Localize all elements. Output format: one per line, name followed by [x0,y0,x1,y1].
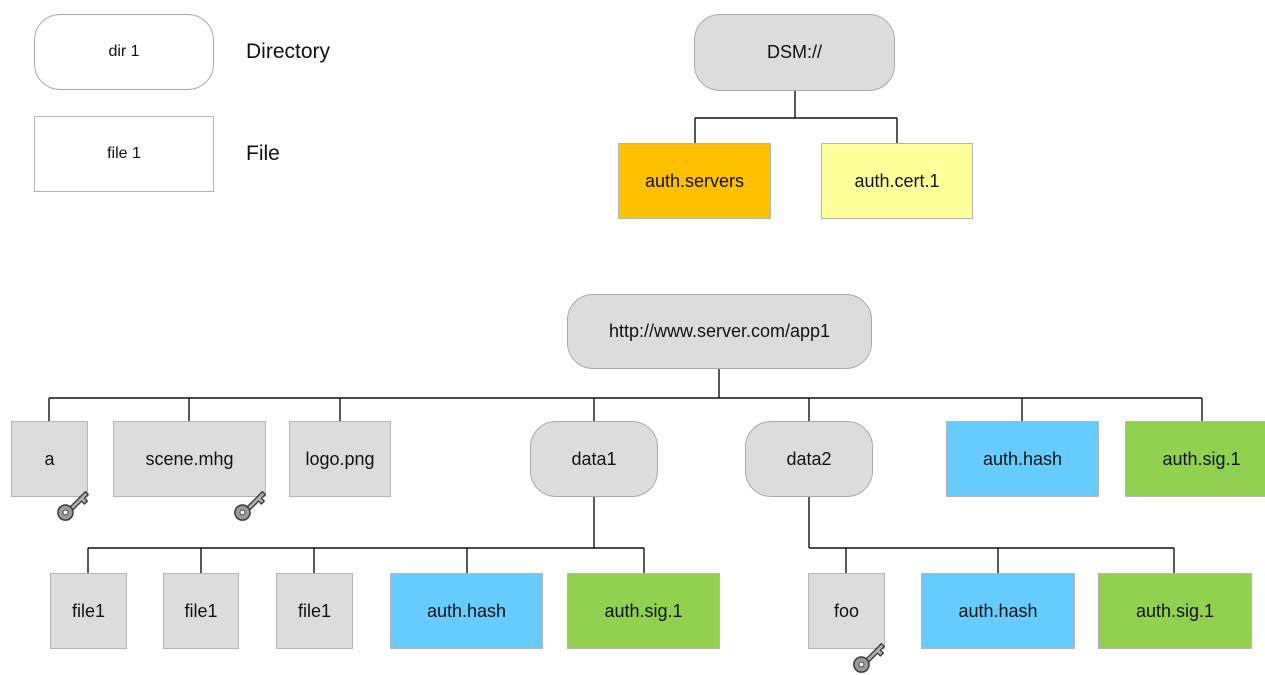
auth-cert-file: auth.cert.1 [821,143,973,219]
key-icon [232,485,270,523]
legend-directory-sample: dir 1 [34,14,214,90]
app-root-directory: http://www.server.com/app1 [567,294,872,369]
auth-servers-file: auth.servers [618,143,771,219]
data2-connectors [808,497,1175,573]
app-connectors-level1 [48,369,1203,421]
data2-directory: data2 [745,421,873,497]
file-scene-mhg: scene.mhg [113,421,266,497]
file-a: a [11,421,88,497]
legend-file-sample: file 1 [34,116,214,192]
legend-file-label: File [246,142,280,165]
data1-file1-a: file1 [50,573,127,649]
data1-directory: data1 [530,421,658,497]
key-icon [851,637,889,675]
dsm-connectors [694,91,898,143]
file-logo-png: logo.png [289,421,391,497]
data2-auth-sig-file: auth.sig.1 [1098,573,1252,649]
data1-file1-c: file1 [276,573,353,649]
data2-file-foo: foo [808,573,885,649]
data2-auth-hash-file: auth.hash [921,573,1075,649]
data1-file1-b: file1 [163,573,239,649]
legend-directory-label: Directory [246,40,331,63]
data1-connectors [87,497,645,573]
auth-sig-file: auth.sig.1 [1125,421,1265,497]
key-icon [55,485,93,523]
auth-hash-file: auth.hash [946,421,1099,497]
data1-auth-hash-file: auth.hash [390,573,543,649]
dsm-root-directory: DSM:// [694,14,895,91]
data1-auth-sig-file: auth.sig.1 [567,573,720,649]
